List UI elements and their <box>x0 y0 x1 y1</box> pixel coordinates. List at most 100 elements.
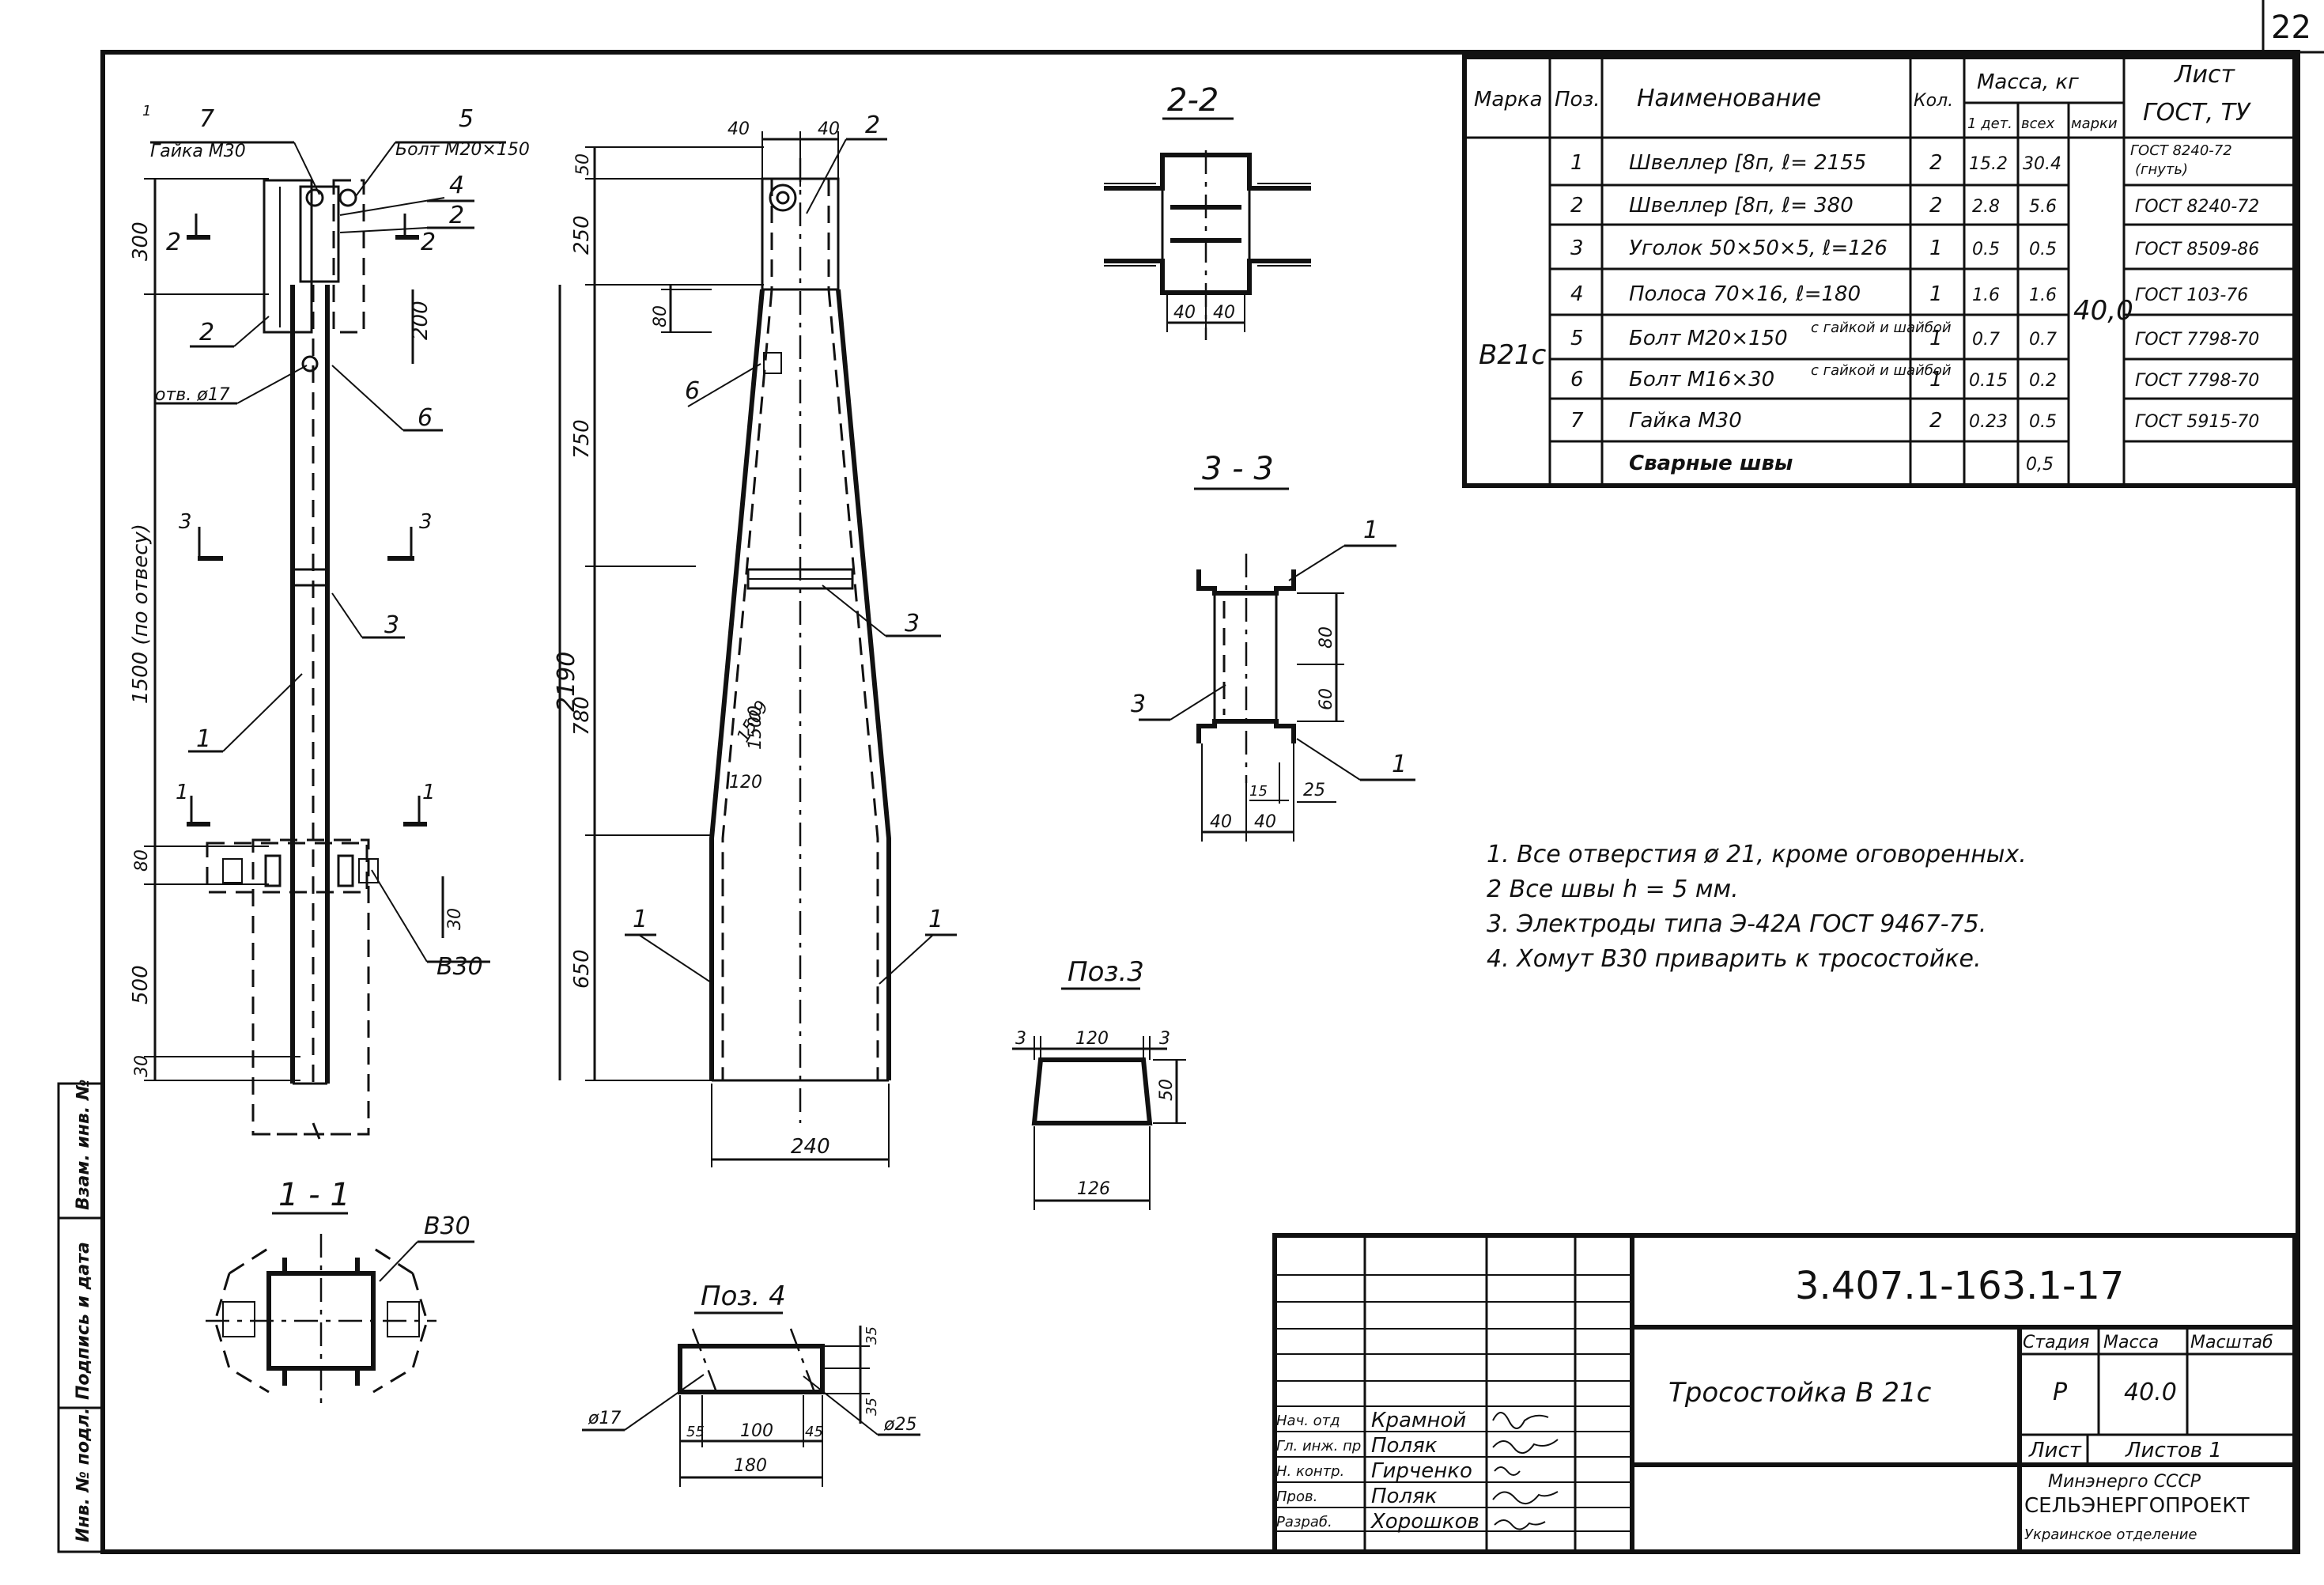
svg-text:Сварные швы: Сварные швы <box>1629 452 1793 475</box>
svg-text:Стадия: Стадия <box>2023 1333 2089 1352</box>
svg-text:Гайка М30: Гайка М30 <box>150 142 246 161</box>
svg-text:Лист: Лист <box>2028 1439 2082 1462</box>
svg-text:марки: марки <box>2071 115 2118 132</box>
svg-text:2: 2 <box>199 319 214 346</box>
svg-text:СЕЛЬЭНЕРГОПРОЕКТ: СЕЛЬЭНЕРГОПРОЕКТ <box>2024 1494 2250 1518</box>
svg-text:1: 1 <box>1929 327 1943 350</box>
sheet-frame <box>100 50 2300 1554</box>
svg-text:3: 3 <box>179 510 192 534</box>
svg-text:35: 35 <box>863 1398 880 1416</box>
svg-text:Листов 1: Листов 1 <box>2125 1439 2222 1462</box>
svg-text:ГОСТ, ТУ: ГОСТ, ТУ <box>2143 99 2251 127</box>
poz-3-detail: Поз.3 3 120 3 50 126 <box>1012 956 1186 1210</box>
section-mark-1: 1 1 <box>176 781 436 827</box>
table-row: 4 Полоса 70×16, ℓ=180 1 1.6 1.6 ГОСТ 103… <box>1570 282 2248 306</box>
svg-text:120: 120 <box>729 773 762 792</box>
svg-text:0,5: 0,5 <box>2026 455 2054 475</box>
svg-text:Наименование: Наименование <box>1637 85 1821 112</box>
svg-text:180: 180 <box>734 1456 767 1476</box>
svg-text:6: 6 <box>418 404 433 432</box>
svg-text:2-2: 2-2 <box>1167 82 1219 119</box>
svg-text:3: 3 <box>419 510 433 534</box>
sheet-number: 22 <box>2271 9 2311 46</box>
svg-text:Масса, кг: Масса, кг <box>1977 70 2079 94</box>
svg-text:всех: всех <box>2021 115 2055 132</box>
svg-text:Швеллер [8п, ℓ= 380: Швеллер [8п, ℓ= 380 <box>1629 194 1854 218</box>
svg-text:1.6: 1.6 <box>1972 286 2000 305</box>
svg-text:1: 1 <box>1570 151 1584 175</box>
svg-text:Пров.: Пров. <box>1276 1489 1317 1505</box>
table-row: 6 Болт М16×30 с гайкой и шайбой 1 0.15 0… <box>1570 362 2259 392</box>
svg-text:1: 1 <box>1392 751 1407 778</box>
section-3-3: 3 - 3 80 60 40 40 15 25 1 3 1 <box>1131 451 1415 842</box>
svg-text:5: 5 <box>1570 327 1584 350</box>
svg-text:ГОСТ 8240-72: ГОСТ 8240-72 <box>2130 142 2232 159</box>
svg-text:40: 40 <box>727 119 750 139</box>
svg-text:В30: В30 <box>436 953 483 981</box>
svg-text:80: 80 <box>651 305 671 327</box>
poz-4-detail: Поз. 4 35 35 55 100 45 180 ø17 ø25 <box>582 1280 920 1487</box>
svg-text:Лист: Лист <box>2174 61 2236 89</box>
svg-text:1: 1 <box>196 725 211 753</box>
section-mark-3: 3 3 <box>179 510 433 561</box>
svg-text:Нач. отд: Нач. отд <box>1276 1413 1340 1429</box>
section-mark-2: 2 2 <box>166 214 436 256</box>
svg-text:Масса: Масса <box>2103 1333 2159 1352</box>
svg-text:35: 35 <box>863 1326 880 1345</box>
svg-text:1 дет.: 1 дет. <box>1967 115 2012 132</box>
svg-text:5.6: 5.6 <box>2029 197 2057 217</box>
svg-text:3: 3 <box>905 610 920 637</box>
svg-text:6: 6 <box>685 377 700 405</box>
svg-text:4. Хомут В30 приварить к тросо: 4. Хомут В30 приварить к тросостойке. <box>1487 945 1982 973</box>
svg-text:3 - 3: 3 - 3 <box>1202 451 1274 487</box>
svg-text:Масштаб: Масштаб <box>2190 1333 2273 1352</box>
svg-text:Болт М16×30: Болт М16×30 <box>1629 368 1774 392</box>
svg-text:Минэнерго СССР: Минэнерго СССР <box>2048 1472 2201 1492</box>
svg-text:40: 40 <box>818 119 840 139</box>
svg-text:3: 3 <box>1570 236 1584 260</box>
svg-text:Кол.: Кол. <box>1914 91 1953 111</box>
svg-text:4: 4 <box>449 172 464 199</box>
svg-text:2: 2 <box>865 112 880 139</box>
svg-text:ø17: ø17 <box>588 1409 621 1428</box>
side-stamp: Инв. № подл. Подпись и дата Взам. инв. № <box>57 1080 104 1553</box>
svg-text:Хорошков: Хорошков <box>1370 1510 1479 1534</box>
specification-table: Марка Поз. Наименование Кол. Масса, кг 1… <box>1462 55 2297 488</box>
svg-text:80: 80 <box>132 849 152 872</box>
svg-text:3: 3 <box>1159 1029 1170 1049</box>
svg-text:50: 50 <box>573 153 593 176</box>
svg-text:500: 500 <box>129 965 153 1004</box>
svg-text:ГОСТ 5915-70: ГОСТ 5915-70 <box>2135 412 2259 432</box>
section-2-2: 2-2 40 40 <box>1104 82 1311 340</box>
svg-text:1 - 1: 1 - 1 <box>278 1177 350 1213</box>
front-view: 50 250 750 2190 780 650 80 40 40 <box>553 112 957 1167</box>
table-row: 5 Болт М20×150 с гайкой и шайбой 1 0.7 0… <box>1570 320 2259 350</box>
svg-text:1. Все отверстия ø 21, кроме о: 1. Все отверстия ø 21, кроме оговоренных… <box>1487 841 2027 868</box>
svg-text:ГОСТ 7798-70: ГОСТ 7798-70 <box>2135 330 2259 350</box>
svg-text:120: 120 <box>1075 1029 1109 1049</box>
svg-text:30.4: 30.4 <box>2023 154 2061 174</box>
svg-text:4: 4 <box>1570 282 1584 306</box>
svg-text:ГОСТ 8509-86: ГОСТ 8509-86 <box>2135 240 2259 259</box>
svg-text:0.5: 0.5 <box>2029 412 2057 432</box>
svg-text:0.5: 0.5 <box>2029 240 2057 259</box>
svg-text:(гнуть): (гнуть) <box>2135 161 2188 178</box>
svg-text:2.8: 2.8 <box>1972 197 2000 217</box>
svg-text:Марка: Марка <box>1474 88 1543 112</box>
signatures <box>1492 1412 1559 1530</box>
svg-text:В21с: В21с <box>1479 339 1547 371</box>
svg-text:0.7: 0.7 <box>1972 330 2000 350</box>
svg-text:2: 2 <box>421 229 436 256</box>
svg-text:Украинское отделение: Украинское отделение <box>2024 1526 2197 1543</box>
svg-text:30: 30 <box>132 1055 152 1077</box>
signature-roles: Нач. отд Крамной Гл. инж. пр Поляк Н. ко… <box>1276 1409 1479 1534</box>
table-row: 3 Уголок 50×50×5, ℓ=126 1 0.5 0.5 ГОСТ 8… <box>1570 236 2259 260</box>
table-row: Сварные швы 0,5 <box>1629 452 2054 475</box>
svg-text:2 Все швы h = 5 мм.: 2 Все швы h = 5 мм. <box>1487 876 1739 903</box>
section-1-1: 1 - 1 В30 <box>206 1177 474 1408</box>
svg-text:Поз.: Поз. <box>1555 88 1600 112</box>
svg-text:Инв. № подл.: Инв. № подл. <box>74 1408 93 1542</box>
svg-text:Поляк: Поляк <box>1371 1485 1438 1508</box>
svg-text:1: 1 <box>1929 282 1943 306</box>
